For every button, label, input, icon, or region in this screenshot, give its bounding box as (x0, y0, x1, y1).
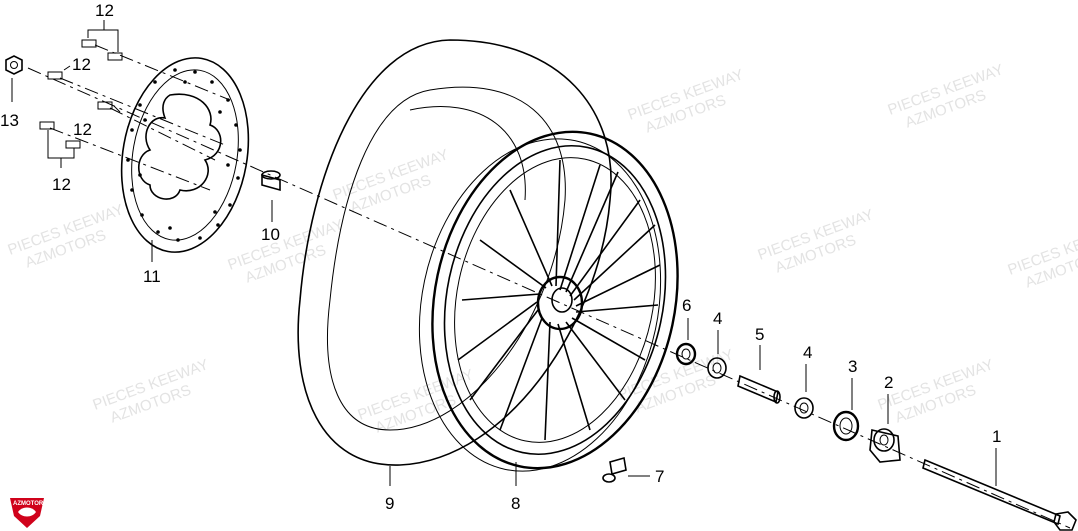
tire (297, 39, 612, 466)
bearing-b (794, 364, 814, 419)
callout-12-upper-left: 12 (72, 55, 91, 74)
disc-holes (126, 68, 242, 242)
axle-centerline (27, 67, 1071, 529)
callout-3: 3 (848, 357, 857, 376)
callout-11: 11 (143, 267, 161, 286)
callout-8: 8 (511, 494, 520, 513)
callout-12-top: 12 (95, 1, 114, 20)
callout-12-bottom: 12 (52, 175, 71, 194)
bolt-centerline-a (94, 44, 231, 101)
callouts: 12 12 12 12 13 10 11 6 4 5 4 3 2 1 7 8 9 (0, 1, 1001, 513)
axle (922, 448, 1077, 531)
brake-disc (120, 57, 250, 262)
bearing-a (707, 330, 727, 379)
speedometer-gear (869, 394, 901, 463)
callout-12-middle: 12 (73, 120, 92, 139)
axle-nut (5, 55, 23, 102)
oil-seal (675, 318, 697, 366)
callout-9: 9 (385, 494, 394, 513)
spacer-10 (261, 170, 281, 222)
disc-bolts (39, 20, 123, 168)
bolt-centerline-c (109, 107, 216, 161)
rim (418, 130, 679, 472)
axle-sleeve (737, 345, 781, 404)
dust-seal (832, 378, 860, 442)
callout-10: 10 (261, 225, 280, 244)
callout-1: 1 (992, 427, 1001, 446)
callout-7: 7 (655, 467, 664, 486)
callout-2: 2 (884, 373, 893, 392)
bolt-centerline-d (49, 127, 211, 191)
callout-4-upper: 4 (713, 309, 722, 328)
rim-spokes (457, 159, 661, 441)
azmotors-logo: AZMOTORS (10, 498, 47, 528)
callout-13: 13 (0, 111, 19, 130)
callout-4-lower: 4 (803, 343, 812, 362)
callout-6: 6 (682, 296, 691, 315)
logo-text: AZMOTORS (13, 501, 47, 507)
rim-hub (536, 275, 584, 331)
tire-valve (602, 456, 650, 483)
bolt-centerline-b (59, 77, 226, 146)
callout-5: 5 (755, 325, 764, 344)
